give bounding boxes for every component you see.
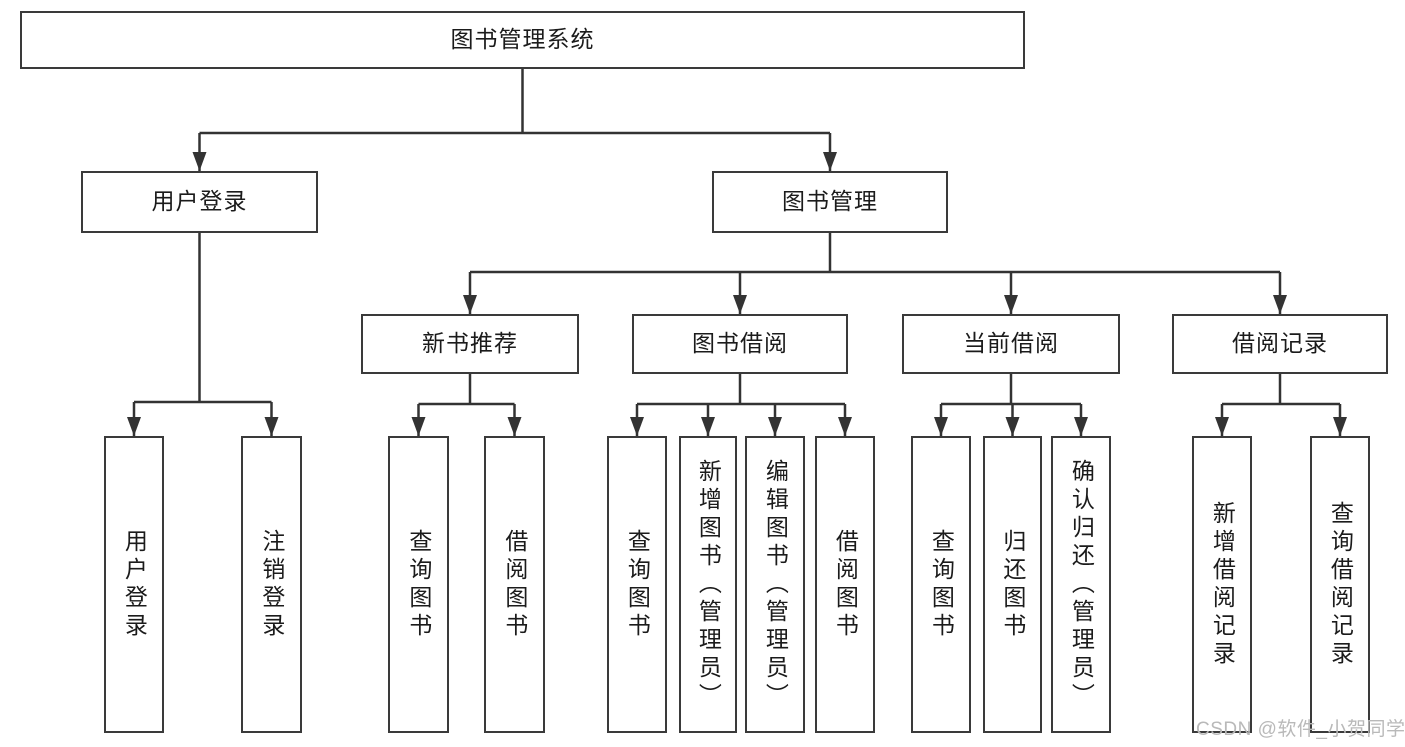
node-label-book-borrow: 图书借阅 (692, 330, 788, 357)
node-label-leaf-return-book: 归还图书 (999, 528, 1026, 641)
node-root[interactable]: 图书管理系统 (20, 11, 1025, 69)
node-label-root: 图书管理系统 (450, 26, 595, 53)
node-book-manage[interactable]: 图书管理 (712, 171, 948, 233)
node-current-borrow[interactable]: 当前借阅 (902, 314, 1120, 374)
node-label-leaf-logout: 注销登录 (258, 528, 285, 641)
node-label-leaf-edit-book: 编辑图书（管理员） (762, 458, 789, 711)
node-label-leaf-borrow-book-bb: 借阅图书 (832, 528, 859, 641)
node-label-current-borrow: 当前借阅 (963, 330, 1059, 357)
node-label-leaf-query-book-bb: 查询图书 (624, 528, 651, 641)
node-borrow-record[interactable]: 借阅记录 (1172, 314, 1388, 374)
node-leaf-query-book-cb[interactable]: 查询图书 (911, 436, 971, 733)
node-label-leaf-borrow-book-rec: 借阅图书 (501, 528, 528, 641)
node-leaf-add-book[interactable]: 新增图书（管理员） (679, 436, 737, 733)
node-leaf-confirm-return[interactable]: 确认归还（管理员） (1051, 436, 1111, 733)
node-leaf-edit-book[interactable]: 编辑图书（管理员） (745, 436, 805, 733)
node-label-leaf-query-book-rec: 查询图书 (405, 528, 432, 641)
node-label-leaf-query-record: 查询借阅记录 (1327, 500, 1354, 669)
node-new-book-rec[interactable]: 新书推荐 (361, 314, 579, 374)
node-leaf-query-book-bb[interactable]: 查询图书 (607, 436, 667, 733)
node-label-user-login: 用户登录 (151, 188, 248, 215)
node-label-leaf-confirm-return: 确认归还（管理员） (1068, 458, 1095, 711)
node-label-new-book-rec: 新书推荐 (422, 330, 518, 357)
node-label-leaf-add-book: 新增图书（管理员） (695, 458, 722, 711)
node-label-borrow-record: 借阅记录 (1232, 330, 1328, 357)
node-leaf-query-book-rec[interactable]: 查询图书 (388, 436, 449, 733)
node-book-borrow[interactable]: 图书借阅 (632, 314, 848, 374)
node-label-leaf-add-record: 新增借阅记录 (1209, 500, 1236, 669)
node-label-leaf-query-book-cb: 查询图书 (928, 528, 955, 641)
node-leaf-logout[interactable]: 注销登录 (241, 436, 302, 733)
node-leaf-add-record[interactable]: 新增借阅记录 (1192, 436, 1252, 733)
node-leaf-query-record[interactable]: 查询借阅记录 (1310, 436, 1370, 733)
csdn-watermark: CSDN @软件_小贺同学 (1196, 719, 1405, 740)
node-label-book-manage: 图书管理 (782, 188, 878, 215)
node-label-leaf-user-login: 用户登录 (121, 528, 148, 641)
node-leaf-return-book[interactable]: 归还图书 (983, 436, 1042, 733)
node-leaf-borrow-book-rec[interactable]: 借阅图书 (484, 436, 545, 733)
node-user-login[interactable]: 用户登录 (81, 171, 318, 233)
node-leaf-borrow-book-bb[interactable]: 借阅图书 (815, 436, 875, 733)
node-leaf-user-login[interactable]: 用户登录 (104, 436, 164, 733)
